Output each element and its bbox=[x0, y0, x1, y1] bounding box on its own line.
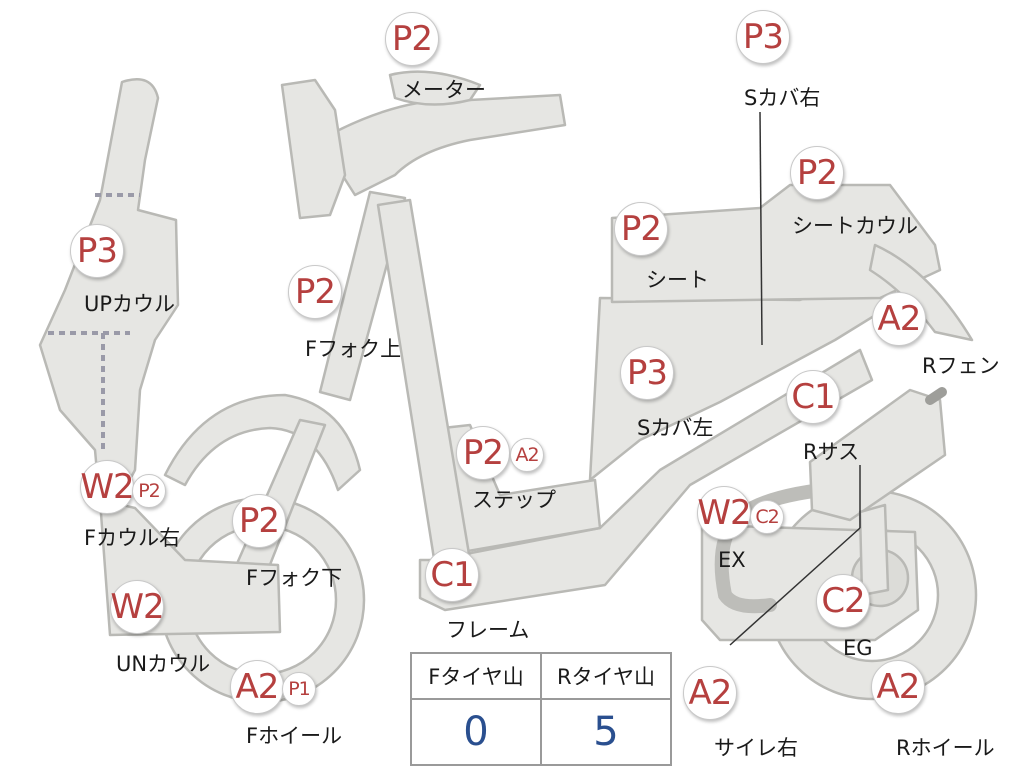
part-label: Fフォク上 bbox=[305, 337, 402, 361]
rear-tire-value: 5 bbox=[540, 698, 672, 766]
part-label: フレーム bbox=[446, 618, 530, 642]
part-code-marker: C2 bbox=[816, 574, 870, 628]
part-code-marker: A2 bbox=[871, 660, 925, 714]
muffler-tip bbox=[925, 387, 947, 405]
front-tire-value: 0 bbox=[410, 698, 542, 766]
handlebar-grip bbox=[280, 78, 347, 220]
part-code-marker: W2 bbox=[697, 486, 752, 540]
part-code-marker: P3 bbox=[620, 346, 674, 400]
meter-housing bbox=[388, 70, 482, 106]
part-subcode-marker: A2 bbox=[510, 438, 544, 472]
part-label: Sカバ左 bbox=[637, 416, 714, 440]
part-code-marker: P2 bbox=[456, 426, 510, 480]
part-label: Fホイール bbox=[246, 724, 343, 748]
part-label: ステップ bbox=[472, 488, 556, 512]
frame-down-tube bbox=[376, 198, 472, 567]
rear-tire-header: Rタイヤ山 bbox=[540, 652, 672, 700]
part-label: シートカウル bbox=[792, 214, 918, 238]
leader-line-silencer bbox=[729, 527, 861, 646]
part-code-marker: A2 bbox=[872, 292, 926, 346]
part-label: Fフォク下 bbox=[246, 566, 343, 590]
part-label: EG bbox=[843, 636, 873, 660]
part-label: UPカウル bbox=[84, 292, 176, 316]
part-code-marker: C1 bbox=[786, 370, 840, 424]
part-code-marker: W2 bbox=[110, 580, 165, 634]
part-label: EX bbox=[718, 548, 746, 572]
part-code-marker: A2 bbox=[683, 666, 737, 720]
seat bbox=[610, 183, 942, 304]
part-code-marker: P3 bbox=[736, 10, 790, 64]
part-label: シート bbox=[646, 268, 709, 292]
part-code-marker: P2 bbox=[790, 146, 844, 200]
part-label: Rフェン bbox=[922, 354, 1000, 378]
part-label: Rサス bbox=[803, 440, 860, 464]
part-label: UNカウル bbox=[116, 652, 211, 676]
part-label: サイレ右 bbox=[714, 736, 798, 760]
muffler bbox=[808, 388, 947, 522]
rear-fender bbox=[868, 243, 974, 342]
part-subcode-marker: P1 bbox=[282, 672, 316, 706]
part-code-marker: W2 bbox=[80, 460, 135, 514]
front-cowl bbox=[38, 78, 180, 507]
part-label: Sカバ右 bbox=[744, 86, 821, 110]
part-code-marker: A2 bbox=[230, 660, 284, 714]
handlebar bbox=[318, 93, 567, 197]
part-code-marker: P2 bbox=[232, 494, 286, 548]
front-fender bbox=[163, 393, 362, 492]
part-label: Fカウル右 bbox=[84, 526, 181, 550]
rear-shock bbox=[858, 503, 890, 597]
part-code-marker: C1 bbox=[425, 548, 479, 602]
part-subcode-marker: P2 bbox=[132, 474, 166, 508]
tire-tread-table: Fタイヤ山 Rタイヤ山 0 5 bbox=[410, 652, 672, 766]
part-code-marker: P2 bbox=[614, 202, 668, 256]
part-subcode-marker: C2 bbox=[750, 500, 784, 534]
part-code-marker: P2 bbox=[288, 265, 342, 319]
leader-line-side-cover bbox=[759, 111, 763, 346]
part-code-marker: P3 bbox=[70, 224, 124, 278]
part-label: メーター bbox=[402, 78, 486, 102]
front-tire-header: Fタイヤ山 bbox=[410, 652, 542, 700]
part-code-marker: P2 bbox=[385, 12, 439, 66]
part-label: Rホイール bbox=[896, 736, 995, 760]
